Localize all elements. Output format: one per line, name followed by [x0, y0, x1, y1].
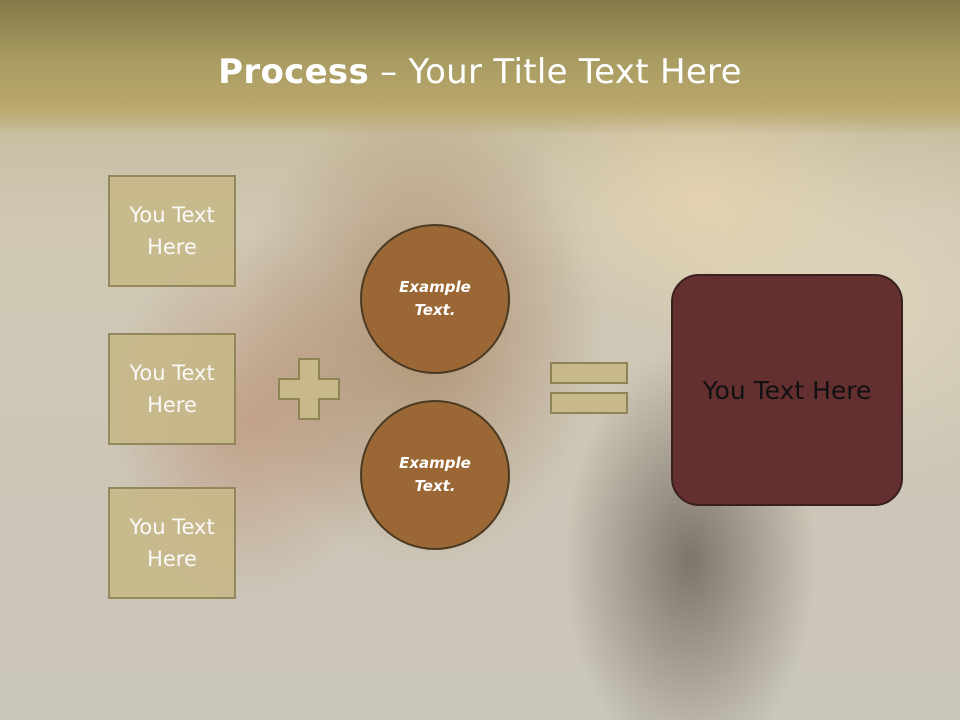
title-bold-part: Process [218, 52, 370, 92]
result-box[interactable]: You Text Here [671, 274, 903, 506]
operand-circle-1[interactable]: Example Text. [360, 224, 510, 374]
slide-title: Process – Your Title Text Here [0, 52, 960, 92]
input-box-label: You Text Here [129, 203, 215, 259]
input-box-label: You Text Here [129, 515, 215, 571]
title-rest-part: – Your Title Text Here [369, 52, 742, 92]
plus-icon [278, 358, 340, 420]
input-box-label: You Text Here [129, 361, 215, 417]
operand-circle-2[interactable]: Example Text. [360, 400, 510, 550]
input-box-2[interactable]: You Text Here [108, 333, 236, 445]
operand-label: Example Text. [399, 278, 471, 319]
input-box-3[interactable]: You Text Here [108, 487, 236, 599]
result-label: You Text Here [702, 375, 872, 405]
input-box-1[interactable]: You Text Here [108, 175, 236, 287]
title-band [0, 0, 960, 135]
operand-label: Example Text. [399, 454, 471, 495]
equals-icon [550, 362, 628, 414]
